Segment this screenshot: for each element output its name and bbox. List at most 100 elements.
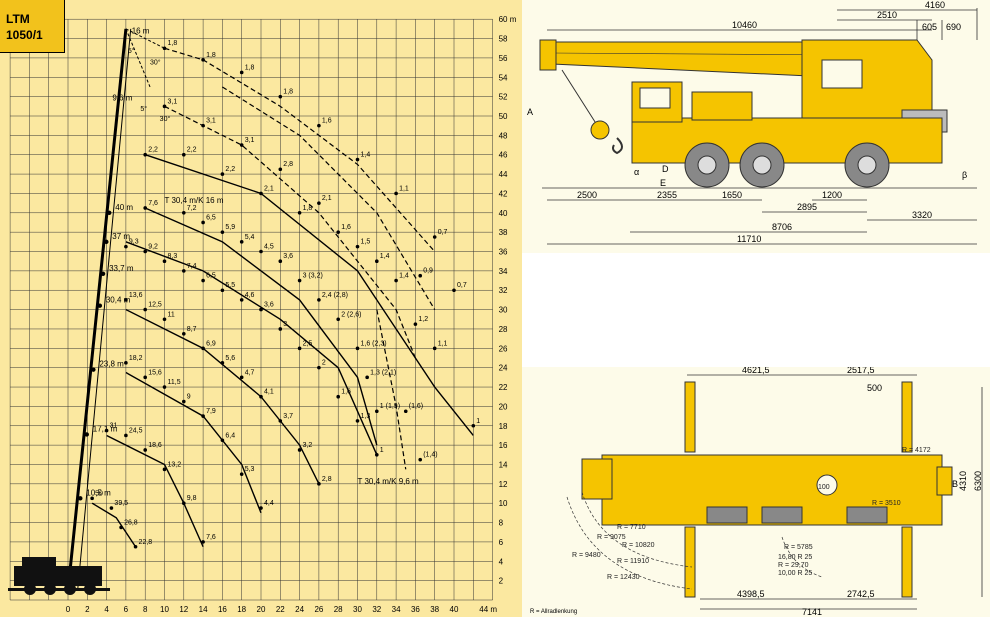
model-badge-line1: LTM [6, 12, 30, 26]
boom-joint [100, 271, 106, 276]
y-tick-label: 50 [499, 112, 508, 121]
capacity-label: 3,7 [283, 413, 293, 420]
capacity-point [239, 298, 244, 302]
capacity-label: 3,2 [303, 442, 313, 449]
capacity-point [317, 482, 321, 486]
capacity-point [432, 235, 437, 239]
capacity-label: 1,2 [418, 316, 428, 323]
capacity-label: 8,7 [187, 326, 197, 333]
y-tick-label: 24 [499, 364, 508, 373]
footnote: R = Allradlenkung [530, 609, 577, 615]
capacity-label: 1,4 [361, 152, 371, 159]
capacity-point [336, 317, 341, 322]
capacity-point [355, 157, 360, 162]
radius-9075: R = 9075 [597, 534, 626, 541]
capacity-label: 11,5 [168, 379, 181, 386]
capacity-point [259, 506, 263, 510]
capacity-point [259, 191, 263, 196]
radius-5785: R = 5785 [784, 544, 813, 551]
y-tick-label: 26 [499, 344, 508, 353]
dim-690: 690 [946, 22, 961, 32]
x-tick-label: 8 [143, 605, 148, 614]
letter-d: D [662, 164, 669, 174]
dim-4160: 4160 [925, 0, 945, 10]
dim-605: 605 [922, 22, 937, 32]
letter-a: A [527, 107, 533, 117]
capacity-point [143, 448, 147, 452]
capacity-label: 2,8 [322, 476, 332, 483]
capacity-label: 3,6 [264, 302, 274, 309]
y-tick-label: 14 [499, 460, 508, 469]
curve-jib16-30 [222, 86, 436, 310]
y-tick-label: 52 [499, 93, 508, 102]
capacity-label: 2,1 [264, 185, 274, 192]
capacity-label: 1,8 [303, 205, 313, 212]
x-tick-label: 16 [218, 605, 227, 614]
capacity-point [403, 409, 408, 414]
jib-angle-label: 30° [150, 59, 161, 67]
config-annotation: T 30,4 m/K 9,6 m [358, 477, 420, 486]
curve-jib16-5 [164, 47, 436, 252]
capacity-label: 13,6 [129, 292, 143, 299]
capacity-point [278, 419, 283, 423]
capacity-label: 3,6 [283, 253, 293, 260]
y-tick-label: 56 [499, 54, 508, 63]
dim-100: 100 [818, 484, 830, 491]
capacity-point [317, 123, 321, 128]
capacity-label: 15,6 [148, 369, 162, 376]
capacity-point [124, 361, 128, 365]
x-tick-label: 18 [237, 605, 246, 614]
capacity-label: 4,6 [245, 292, 255, 299]
capacity-point [90, 496, 94, 501]
radius-3510: R = 3510 [872, 500, 901, 507]
capacity-label: 3 (3,2) [303, 273, 323, 280]
curve-boom17 [106, 434, 204, 548]
x-tick-label: 24 [295, 605, 304, 614]
curve-boom23 [125, 371, 262, 514]
boom-edge [77, 28, 132, 591]
capacity-label: 2,2 [187, 147, 197, 154]
capacity-label: 3 [283, 321, 287, 328]
curve-boom10 [91, 502, 137, 548]
capacity-label: 1 [476, 418, 480, 425]
capacity-point [182, 152, 186, 157]
capacity-label: 7,6 [206, 534, 216, 541]
capacity-point [297, 278, 302, 283]
capacity-label: 4,1 [264, 389, 274, 396]
capacity-point [452, 288, 456, 293]
capacity-point [297, 211, 302, 215]
capacity-point [182, 501, 186, 506]
capacity-label: 7,4 [187, 263, 197, 270]
capacity-point [394, 191, 398, 196]
capacity-label: 22,8 [139, 539, 153, 546]
capacity-point [143, 152, 147, 157]
capacity-label: 2,4 (2,8) [322, 292, 348, 299]
boom-joint [84, 432, 89, 437]
capacity-point [104, 428, 109, 433]
y-unit-label: 60 m [499, 15, 517, 24]
capacity-label: 24,5 [129, 427, 143, 434]
capacity-point [278, 167, 283, 172]
crane-silhouette [8, 557, 110, 595]
capacity-label: 1,4 [380, 253, 390, 260]
tyre-1000: 10,00 R 25 [778, 570, 812, 577]
capacity-label: 1,1 [438, 340, 448, 347]
capacity-point [239, 143, 244, 147]
capacity-point [297, 448, 302, 452]
capacity-label: 0,9 [423, 268, 433, 275]
capacity-label: 2 (2,6) [341, 311, 361, 318]
dim-4621: 4621,5 [742, 367, 770, 375]
radius-7710: R = 7710 [617, 524, 646, 531]
capacity-point [317, 365, 321, 370]
capacity-point [143, 307, 147, 312]
boom-length-label: 30,4 m [106, 296, 131, 305]
model-badge: LTM 1050/1 [0, 0, 65, 53]
x-tick-label: 2 [85, 605, 90, 614]
y-tick-label: 54 [499, 73, 508, 82]
capacity-point [220, 361, 225, 365]
capacity-label: 0,7 [457, 282, 467, 289]
capacity-label: 3,1 [206, 118, 216, 125]
capacity-label: 5,6 [225, 355, 235, 362]
capacity-label: 9,3 [129, 239, 139, 246]
capacity-point [124, 244, 128, 249]
